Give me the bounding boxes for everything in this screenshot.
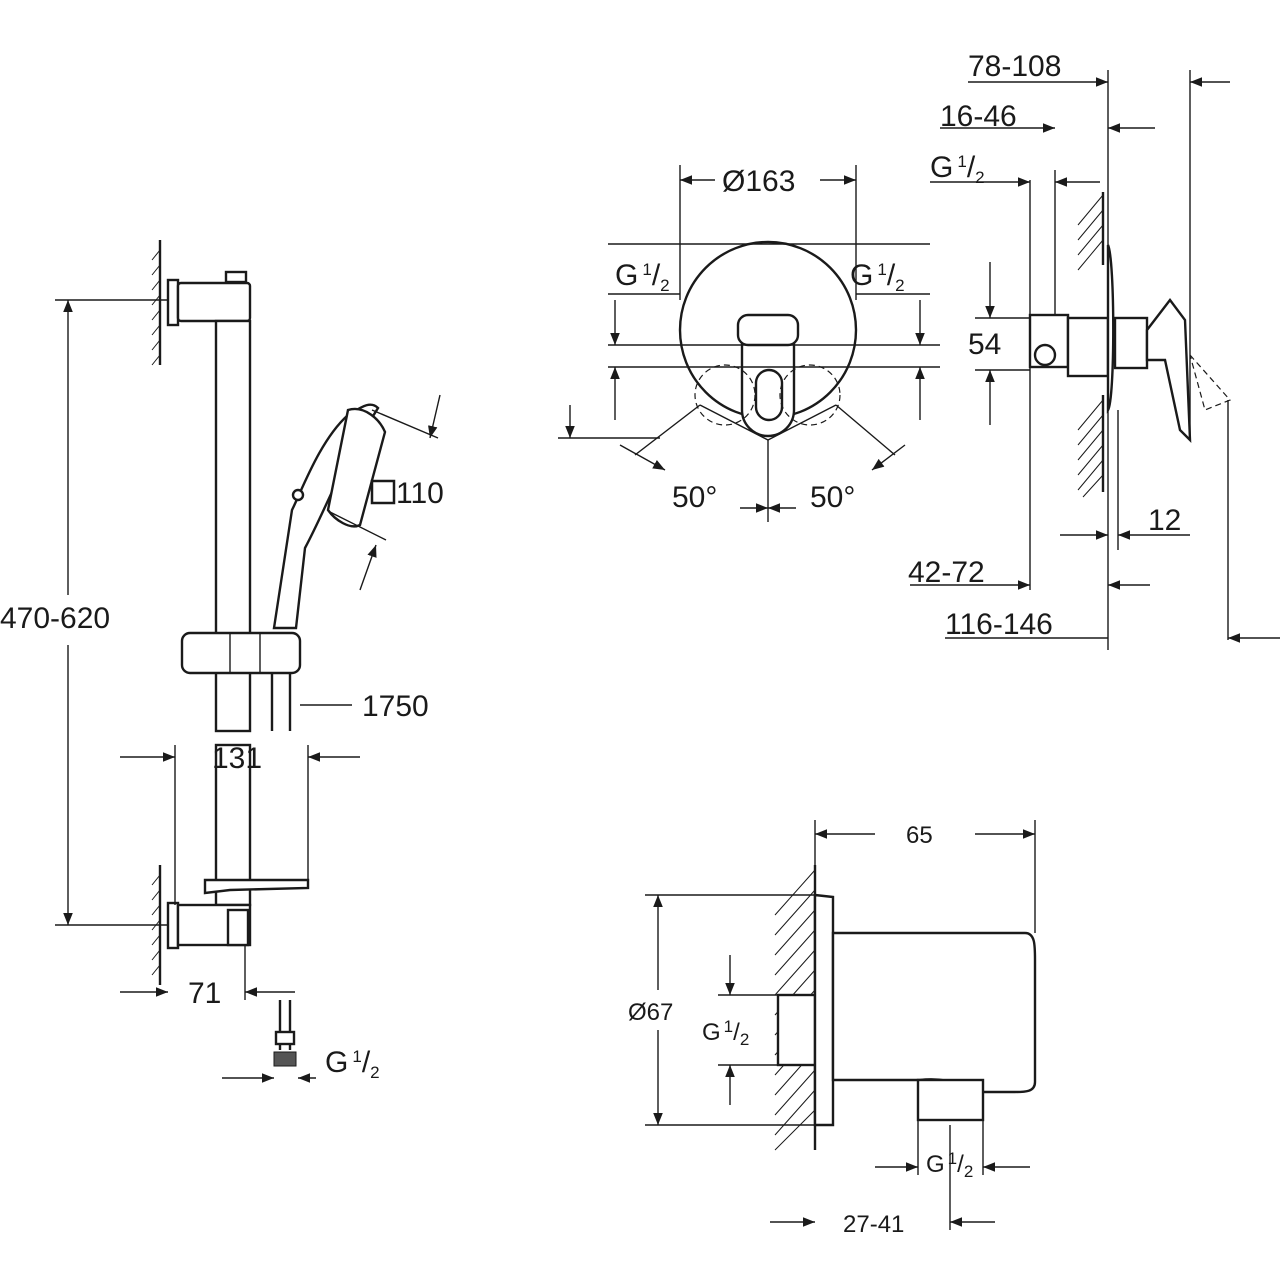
wall-hatch-top — [151, 240, 162, 366]
hose-connector — [273, 1000, 297, 1067]
shelf — [203, 878, 310, 895]
dim-78-108-label: 78-108 — [968, 50, 1061, 83]
head-size-label: 110 — [396, 477, 444, 510]
bracket-depth-label: 71 — [188, 977, 221, 1010]
dim-54-label: 54 — [968, 328, 1001, 361]
dim-12-label: 12 — [1148, 504, 1181, 537]
top-bracket — [176, 281, 252, 323]
outlet-width-label: 65 — [906, 822, 933, 849]
outlet-thread — [916, 1078, 985, 1122]
bottom-bracket-plate — [166, 901, 180, 950]
square-size-icon — [370, 479, 396, 505]
outlet-diameter-label: Ø67 — [628, 999, 673, 1026]
angle-left-label: 50° — [672, 481, 717, 514]
rail-slider — [180, 631, 302, 675]
rail-cap — [224, 270, 248, 284]
outlet-nozzle — [226, 908, 250, 947]
side-lever — [1145, 298, 1192, 444]
hand-shower — [272, 403, 387, 630]
outlet-offset-label: 27-41 — [843, 1211, 904, 1238]
dim-16-46-label: 16-46 — [940, 100, 1017, 133]
angle-right-label: 50° — [810, 481, 855, 514]
side-cover — [1106, 244, 1115, 414]
dim-42-72-label: 42-72 — [908, 556, 985, 589]
rail-offset-label: 131 — [212, 742, 262, 775]
hose — [270, 673, 292, 731]
cover-diameter-label: Ø163 — [722, 165, 795, 198]
hose-length-label: 1750 — [362, 690, 429, 723]
height-range-label: 470-620 — [0, 602, 110, 635]
dim-116-146-label: 116-146 — [945, 608, 1053, 641]
inlet-thread — [776, 993, 817, 1067]
top-bracket-plate — [166, 278, 180, 327]
outlet-body — [831, 931, 1037, 1094]
